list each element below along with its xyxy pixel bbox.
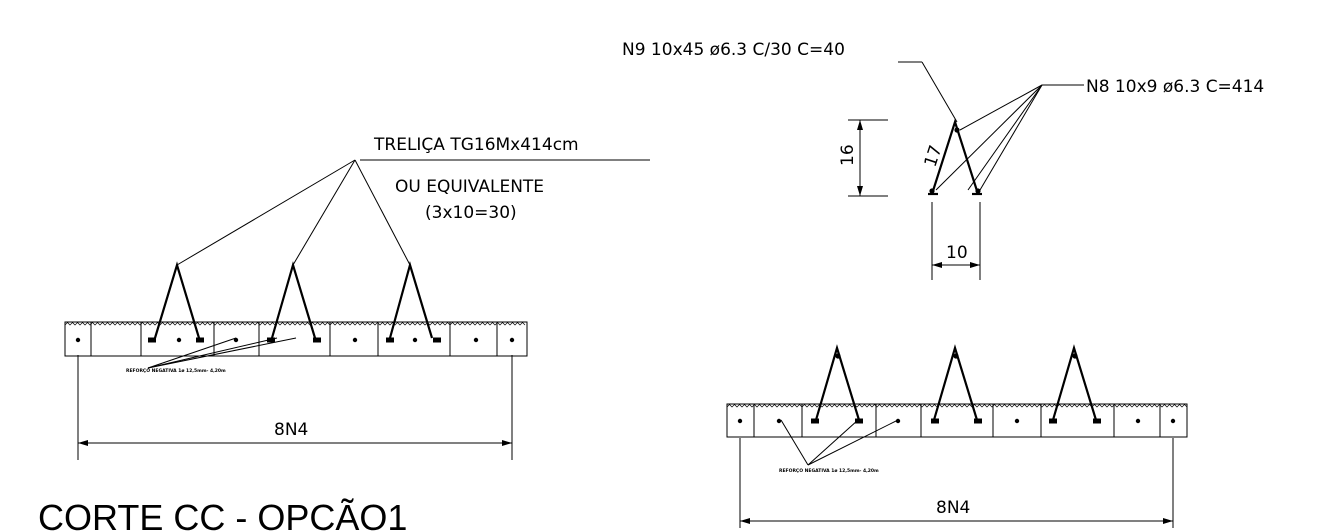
top-bar xyxy=(953,353,959,359)
reforco-leader xyxy=(147,337,297,369)
n8-leader xyxy=(959,84,1043,131)
bottom-bar xyxy=(975,188,981,194)
rebar-dot xyxy=(1135,418,1141,424)
truss-detail: N9 10x45 ø6.3 C/30 C=40 N8 10x9 ø6.3 C=4… xyxy=(622,40,1264,280)
slab-body xyxy=(726,403,1188,438)
n9-label: N9 10x45 ø6.3 C/30 C=40 xyxy=(622,40,845,60)
rebar-pair xyxy=(196,337,204,343)
width-dimension-label: 10 xyxy=(946,243,968,263)
height-dimension-label: 16 xyxy=(838,144,858,166)
truss xyxy=(153,261,201,339)
dimension-label-left: 8N4 xyxy=(274,420,308,440)
trelica-label: TRELIÇA TG16Mx414cm xyxy=(373,135,579,155)
spacing-label: (3x10=30) xyxy=(425,203,517,223)
left-slab-section: TRELIÇA TG16Mx414cm OU EQUIVALENTE (3x10… xyxy=(64,135,650,460)
rebar-dot xyxy=(895,418,901,424)
rebar-pair xyxy=(1049,418,1057,424)
truss xyxy=(388,261,434,339)
drawing-title: CORTE CC - OPCÃO1 xyxy=(38,497,407,532)
dimension-label-right: 8N4 xyxy=(936,498,970,518)
rebar-pair xyxy=(855,418,863,424)
rebar-pair xyxy=(313,337,321,343)
leader-line xyxy=(176,159,356,266)
truss xyxy=(270,261,317,339)
rebar-dot xyxy=(737,418,743,424)
rebar-pair xyxy=(931,418,939,424)
rebar-pair xyxy=(974,418,982,424)
reforco-leader xyxy=(147,337,278,369)
rebar-dot xyxy=(412,337,418,343)
slab-body xyxy=(64,321,528,357)
leader-line xyxy=(292,159,356,266)
top-bar xyxy=(954,127,960,133)
slab-outline xyxy=(64,321,528,357)
slab-surface xyxy=(64,322,526,326)
bottom-bar xyxy=(929,188,935,194)
rebar-pair xyxy=(433,337,441,343)
n8-leader xyxy=(935,84,1043,191)
rebar-pair xyxy=(267,337,275,343)
truss xyxy=(932,344,979,421)
slab-outline xyxy=(726,403,1188,438)
rebar-pair xyxy=(811,418,819,424)
reforco-label-right: REFORÇO NEGATIVA 1ø 12,5mm- 4,20m xyxy=(779,468,879,474)
reforco-leader xyxy=(807,419,859,466)
reforco-leader xyxy=(807,419,899,466)
top-bar xyxy=(835,353,841,359)
reforco-leader xyxy=(147,337,237,369)
truss-profile xyxy=(930,118,980,195)
rebar-dot xyxy=(1014,418,1020,424)
n8-leader xyxy=(967,84,1043,191)
rebar-dot xyxy=(776,418,782,424)
top-bar xyxy=(1072,353,1078,359)
rebar-dot xyxy=(75,337,81,343)
leader-line xyxy=(354,159,411,266)
truss xyxy=(1051,344,1098,421)
rebar-pair xyxy=(1093,418,1101,424)
diagonal-dimension-label: 17 xyxy=(921,143,947,170)
rebar-dot xyxy=(1170,418,1176,424)
n8-leader xyxy=(979,84,1043,191)
right-slab-section: REFORÇO NEGATIVA 1ø 12,5mm- 4,20m 8N4 xyxy=(726,344,1188,528)
n8-label: N8 10x9 ø6.3 C=414 xyxy=(1086,77,1264,97)
rebar-dot xyxy=(509,337,515,343)
truss xyxy=(814,344,861,421)
rebar-pair xyxy=(148,337,156,343)
reforco-label-left: REFORÇO NEGATIVA 1ø 12,5mm- 4,20m xyxy=(126,368,226,374)
rebar-dot xyxy=(176,337,182,343)
rebar-dot xyxy=(352,337,358,343)
rebar-dot xyxy=(473,337,479,343)
slab-surface xyxy=(726,404,1188,408)
rebar-pair xyxy=(386,337,394,343)
reforco-leader xyxy=(780,419,809,466)
n9-leader xyxy=(921,61,958,123)
equivalente-label: OU EQUIVALENTE xyxy=(395,177,544,197)
